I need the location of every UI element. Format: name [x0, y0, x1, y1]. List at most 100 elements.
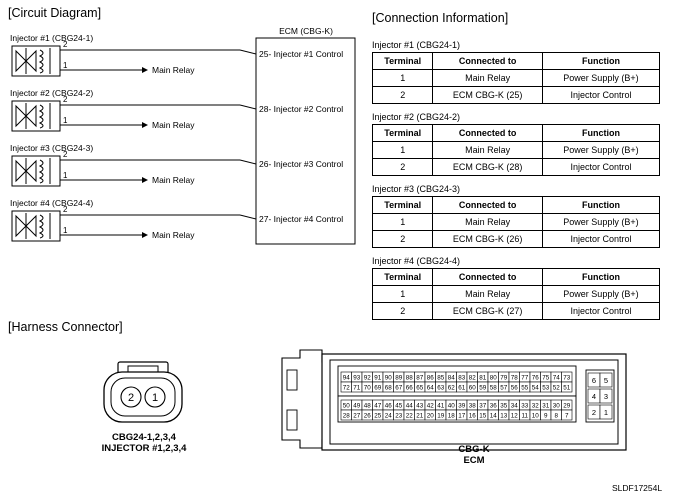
table-row: 2 ECM CBG-K (27) Injector Control: [371, 302, 661, 320]
ecm-pin-label: 27- Injector #4 Control: [259, 214, 343, 224]
ecm-pin-number: 31: [542, 403, 550, 410]
coil-icon: [38, 159, 44, 184]
ecm-pin-number: 49: [353, 403, 361, 410]
ecm-pin-number: 60: [469, 385, 477, 392]
ecm-pin-number: 51: [563, 385, 571, 392]
ecm-pin-number: 68: [385, 385, 393, 392]
ecm-pin-number: 48: [364, 403, 372, 410]
ecm-pin-number: 45: [395, 403, 403, 410]
ecm-pin-number: 15: [479, 413, 487, 420]
table-header-row: Terminal Connected to Function: [371, 196, 661, 214]
ecm-pin-number: 13: [500, 413, 508, 420]
ecm-pin-number: 30: [553, 403, 561, 410]
cell-terminal: 2: [371, 158, 434, 176]
figure-id: SLDF17254L: [612, 483, 663, 493]
cell-terminal: 2: [371, 86, 434, 104]
ecm-pin-number: 35: [500, 403, 508, 410]
injector-label: Injector #4 (CBG24-4): [10, 198, 93, 208]
ecm-pin-number: 17: [458, 413, 466, 420]
pin-1-label: 1: [63, 226, 68, 235]
circuit-diagram-title: [Circuit Diagram]: [8, 6, 102, 20]
header-function: Function: [541, 124, 661, 142]
ecm-side-pin-cell: [599, 372, 613, 388]
ecm-pin-number: 59: [479, 385, 487, 392]
cell-function: Injector Control: [541, 302, 661, 320]
arrow-icon: [142, 232, 148, 238]
harness-connector-title: [Harness Connector]: [8, 320, 123, 334]
ecm-box: [255, 37, 356, 245]
ecm-connector-caption-1: CBG-K: [458, 444, 489, 455]
header-terminal: Terminal: [371, 196, 434, 214]
ecm-pin-number: 89: [395, 375, 403, 382]
ecm-pin-number: 25: [374, 413, 382, 420]
injector-pin-2: 2: [128, 392, 134, 404]
ecm-pin-number: 73: [563, 375, 571, 382]
cell-function: Injector Control: [541, 86, 661, 104]
ecm-pin-number: 69: [374, 385, 382, 392]
cell-function: Power Supply (B+): [541, 141, 661, 159]
header-terminal: Terminal: [371, 268, 434, 286]
connection-table-1: Terminal Connected to Function 1 Main Re…: [371, 52, 661, 104]
coil-icon: [38, 49, 44, 74]
cell-connected-to: ECM CBG-K (25): [432, 86, 543, 104]
table-row: 1 Main Relay Power Supply (B+): [371, 141, 661, 159]
cell-connected-to: ECM CBG-K (28): [432, 158, 543, 176]
header-connected-to: Connected to: [432, 124, 543, 142]
arrow-icon: [142, 122, 148, 128]
main-relay-label: Main Relay: [152, 120, 195, 130]
table-row: 1 Main Relay Power Supply (B+): [371, 285, 661, 303]
ecm-pin-number: 70: [364, 385, 372, 392]
ecm-pin-number: 87: [416, 375, 424, 382]
connection-table-2: Terminal Connected to Function 1 Main Re…: [371, 124, 661, 176]
ecm-pin-number: 39: [458, 403, 466, 410]
ecm-pin-number: 7: [565, 413, 569, 420]
ecm-pin-number: 54: [532, 385, 540, 392]
injector-pin-1: 1: [152, 392, 158, 404]
header-terminal: Terminal: [371, 124, 434, 142]
ecm-pin-number: 24: [385, 413, 393, 420]
ecm-pin-number: 46: [385, 403, 393, 410]
ecm-pin-number: 42: [427, 403, 435, 410]
ecm-pin-number: 19: [437, 413, 445, 420]
ecm-pin-number: 22: [406, 413, 414, 420]
connection-table-3: Terminal Connected to Function 1 Main Re…: [371, 196, 661, 248]
injector-connector: 2 1: [103, 361, 183, 423]
ecm-pin-number: 85: [437, 375, 445, 382]
ecm-pin-number: 14: [490, 413, 498, 420]
ecm-pin-number: 90: [385, 375, 393, 382]
table-header-row: Terminal Connected to Function: [371, 52, 661, 70]
cell-connected-to: Main Relay: [432, 69, 543, 87]
ecm-pin-number: 43: [416, 403, 424, 410]
cell-connected-to: ECM CBG-K (27): [432, 302, 543, 320]
table-caption-4: Injector #4 (CBG24-4): [372, 256, 461, 266]
injector-label: Injector #2 (CBG24-2): [10, 88, 93, 98]
ecm-pin-number: 92: [364, 375, 372, 382]
pin-2-label: 2: [63, 150, 68, 159]
ecm-pin-number: 53: [542, 385, 550, 392]
ecm-pin-number: 44: [406, 403, 414, 410]
ecm-pin-number: 34: [511, 403, 519, 410]
main-relay-label: Main Relay: [152, 175, 195, 185]
ecm-side-pin-number: 3: [604, 392, 608, 401]
ecm-pin-number: 57: [500, 385, 508, 392]
cell-function: Injector Control: [541, 158, 661, 176]
ecm-pin-number: 9: [544, 413, 548, 420]
ecm-pin-number: 55: [521, 385, 529, 392]
cell-terminal: 2: [371, 302, 434, 320]
ecm-pin-number: 76: [532, 375, 540, 382]
table-row: 2 ECM CBG-K (26) Injector Control: [371, 230, 661, 248]
ecm-side-pin-number: 5: [604, 376, 608, 385]
ecm-pin-number: 81: [479, 375, 487, 382]
ecm-pin-number: 40: [448, 403, 456, 410]
cell-terminal: 1: [371, 141, 434, 159]
ecm-side-pin-number: 4: [592, 392, 596, 401]
ecm-pin-number: 82: [469, 375, 477, 382]
cell-connected-to: Main Relay: [432, 285, 543, 303]
ecm-side-pin-number: 6: [592, 376, 596, 385]
ecm-pin-number: 11: [521, 413, 528, 420]
injector-label: Injector #3 (CBG24-3): [10, 143, 93, 153]
